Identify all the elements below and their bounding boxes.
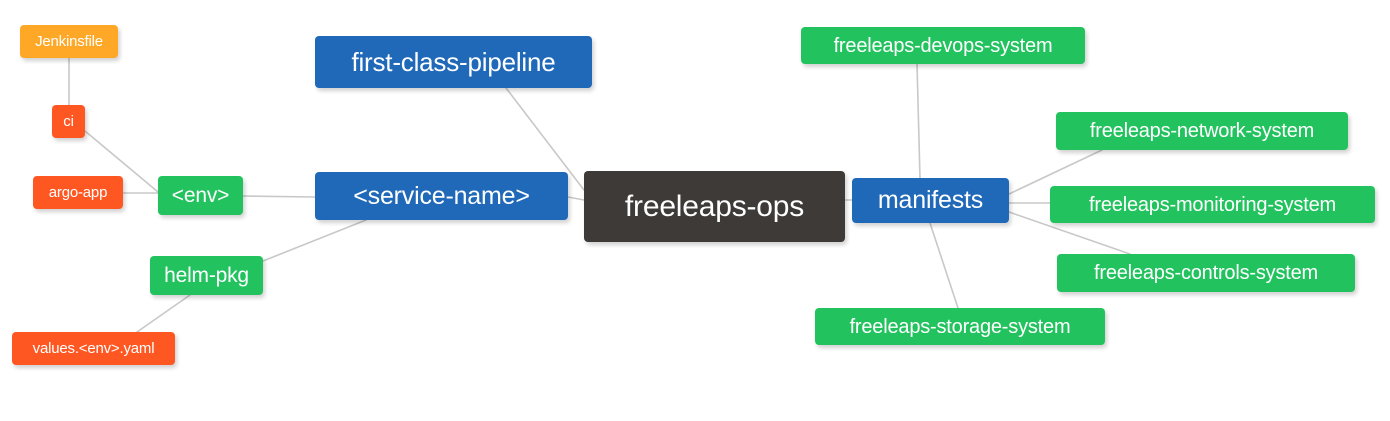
node-helm-pkg[interactable]: helm-pkg	[150, 256, 263, 295]
node-label-service-name: <service-name>	[353, 181, 530, 210]
node-freeleaps-devops-system[interactable]: freeleaps-devops-system	[801, 27, 1085, 64]
node-label-helm-pkg: helm-pkg	[164, 264, 249, 287]
node-jenkinsfile[interactable]: Jenkinsfile	[20, 25, 118, 58]
node-label-freeleaps-monitoring-system: freeleaps-monitoring-system	[1089, 193, 1336, 216]
edge-service-name-to-env	[242, 195, 316, 198]
node-label-jenkinsfile: Jenkinsfile	[35, 33, 103, 50]
edge-helm-pkg-to-values-env-yaml	[136, 294, 191, 333]
node-label-argo-app: argo-app	[48, 184, 108, 201]
node-label-freeleaps-devops-system: freeleaps-devops-system	[833, 34, 1053, 57]
node-label-manifests: manifests	[877, 186, 984, 214]
node-freeleaps-monitoring-system[interactable]: freeleaps-monitoring-system	[1050, 186, 1375, 223]
node-root[interactable]: freeleaps-ops	[584, 171, 845, 242]
node-freeleaps-controls-system[interactable]: freeleaps-controls-system	[1057, 254, 1355, 292]
edge-root-to-service-name	[567, 196, 585, 201]
node-ci[interactable]: ci	[52, 105, 85, 138]
edge-manifests-to-freeleaps-devops-system	[916, 63, 921, 179]
node-label-freeleaps-storage-system: freeleaps-storage-system	[849, 315, 1071, 338]
node-label-freeleaps-network-system: freeleaps-network-system	[1089, 120, 1315, 142]
node-values-env-yaml[interactable]: values.<env>.yaml	[12, 332, 175, 365]
node-label-ci: ci	[63, 113, 74, 130]
node-env[interactable]: <env>	[158, 176, 243, 215]
node-argo-app[interactable]: argo-app	[33, 176, 123, 209]
node-freeleaps-storage-system[interactable]: freeleaps-storage-system	[815, 308, 1105, 345]
node-service-name[interactable]: <service-name>	[315, 172, 568, 220]
node-first-class-pipeline[interactable]: first-class-pipeline	[315, 36, 592, 88]
edge-manifests-to-freeleaps-storage-system	[929, 222, 959, 309]
node-label-values-env-yaml: values.<env>.yaml	[32, 340, 155, 357]
node-freeleaps-network-system[interactable]: freeleaps-network-system	[1056, 112, 1348, 150]
node-label-env: <env>	[171, 184, 230, 207]
node-manifests[interactable]: manifests	[852, 178, 1009, 223]
node-label-first-class-pipeline: first-class-pipeline	[351, 47, 556, 77]
node-label-freeleaps-controls-system: freeleaps-controls-system	[1094, 262, 1318, 284]
edge-service-name-to-helm-pkg	[262, 219, 367, 262]
node-label-root: freeleaps-ops	[624, 189, 805, 223]
